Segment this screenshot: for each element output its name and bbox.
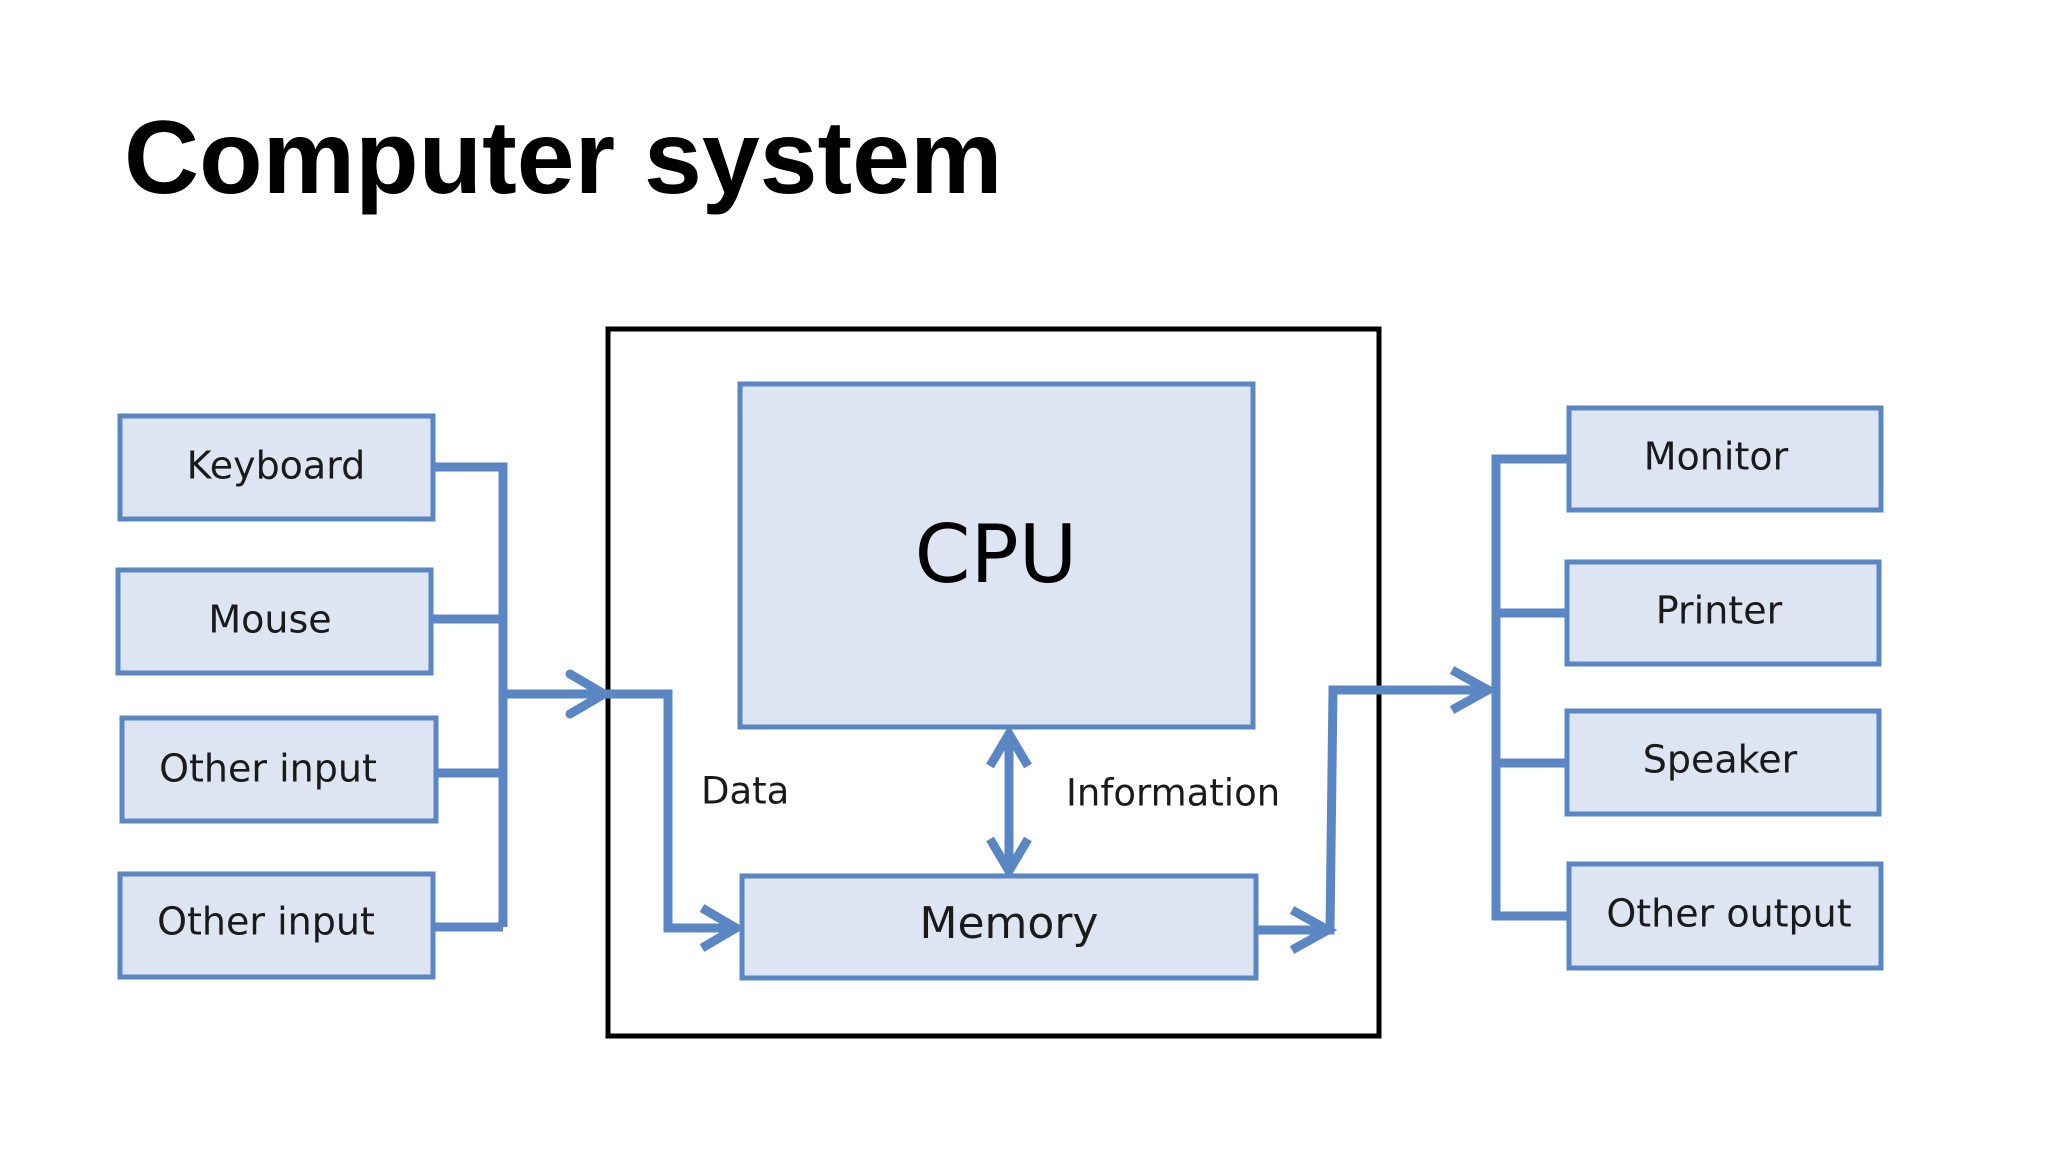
- output-arrowhead: [1449, 666, 1498, 714]
- information-edge-label: Information: [1066, 772, 1280, 815]
- information-connector: [1257, 685, 1486, 935]
- monitor-box: [1566, 405, 1884, 513]
- data-connector: [604, 689, 734, 933]
- printer-label: Printer: [1656, 589, 1783, 633]
- speaker-box: [1564, 708, 1882, 817]
- other-input-2-label: Other input: [157, 900, 375, 944]
- other-output-box: [1566, 861, 1884, 971]
- monitor-label: Monitor: [1644, 435, 1789, 479]
- memory-out-arrowhead: [1289, 906, 1338, 954]
- input-connectors: [431, 462, 602, 932]
- other-input-1-label: Other input: [159, 747, 377, 791]
- page-title: Computer system: [124, 100, 1003, 216]
- output-bus: [1491, 454, 1567, 921]
- other-input-2-box: [117, 871, 436, 980]
- printer-box: [1564, 559, 1882, 667]
- keyboard-connector: [433, 462, 508, 927]
- keyboard-label: Keyboard: [187, 444, 366, 488]
- cpu-box: [737, 381, 1256, 730]
- output-devices: Monitor Printer Speaker Other output: [1564, 405, 1884, 971]
- memory-arrowhead: [986, 836, 1032, 880]
- other-input-1-box: [119, 715, 439, 824]
- system-unit-container: [605, 326, 1382, 1039]
- other-output-label: Other output: [1606, 892, 1851, 936]
- output-connectors: [1491, 454, 1567, 921]
- cpu-label: CPU: [915, 508, 1078, 601]
- speaker-label: Speaker: [1643, 738, 1798, 782]
- mouse-box: [115, 567, 434, 676]
- memory-label: Memory: [920, 898, 1099, 949]
- data-edge-label: Data: [701, 770, 789, 813]
- input-devices: Keyboard Mouse Other input Other input: [115, 413, 439, 980]
- memory-box: [739, 873, 1259, 981]
- cpu-arrowhead: [986, 725, 1032, 769]
- mouse-label: Mouse: [208, 598, 331, 642]
- keyboard-box: [117, 413, 436, 522]
- data-arrowhead: [699, 904, 745, 952]
